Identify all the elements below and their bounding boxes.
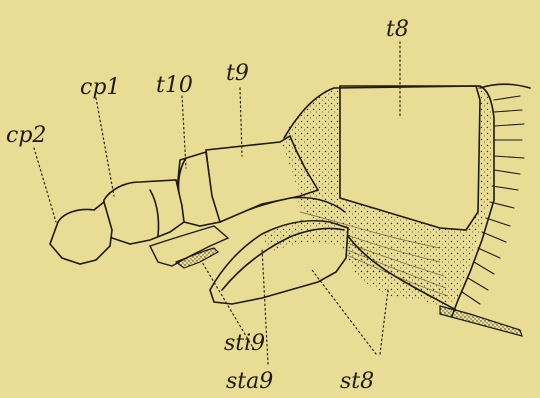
fringe-edge [480,84,530,88]
label-t10: t10 [156,73,193,98]
terminal-stub [440,306,522,336]
leader-cp2 [34,148,56,222]
label-cp2: cp2 [6,123,46,148]
label-sta9: sta9 [226,369,273,394]
leader-cp1 [96,98,114,196]
label-st8: st8 [340,369,374,394]
leader-st8-b [380,290,388,354]
label-cp1: cp1 [80,75,120,100]
label-t8: t8 [386,17,409,42]
cercus-2 [50,202,112,264]
label-t9: t9 [226,61,249,86]
label-sti9: sti9 [224,331,265,356]
cercus-1 [102,180,184,244]
leader-t10 [182,96,186,168]
